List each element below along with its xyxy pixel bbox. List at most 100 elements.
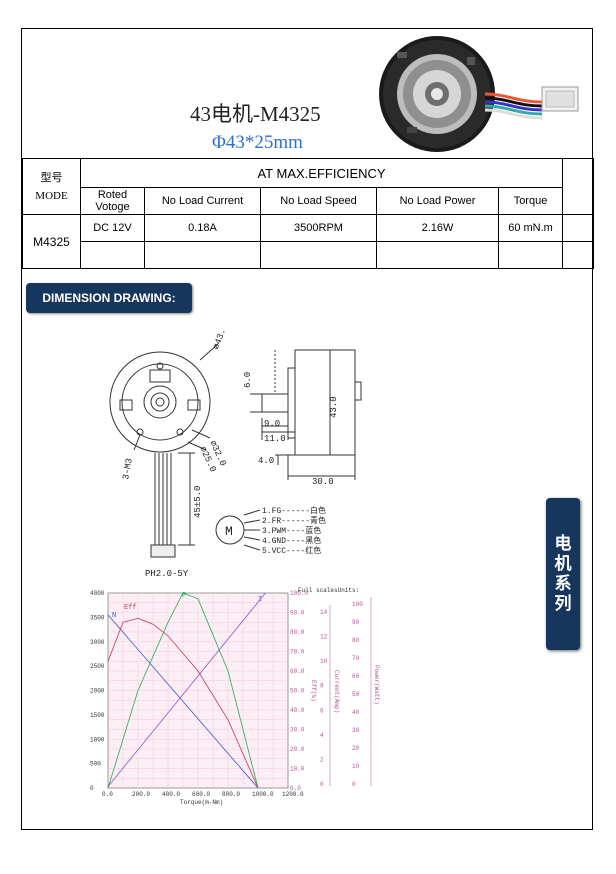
speed-tick: 2500 [90, 663, 105, 670]
scales-note: Full scalesUnits: [298, 587, 359, 594]
eff-tick: 0.0 [290, 785, 301, 792]
current-tick: 10 [320, 658, 328, 665]
eff-tick: 10.0 [290, 766, 305, 773]
current-tick: 2 [320, 756, 324, 763]
eff-tick: 40.0 [290, 707, 305, 714]
eff-tick: 30.0 [290, 727, 305, 734]
eff-tick: 20.0 [290, 746, 305, 753]
dim-43: 43.0 [329, 396, 339, 418]
eff-tick: 70.0 [290, 649, 305, 656]
dimension-badge: DIMENSION DRAWING: [26, 283, 192, 313]
blank-cell [562, 158, 595, 215]
x-tick: 400.0 [162, 791, 180, 798]
power-tick: 40 [352, 709, 360, 716]
power-label: Power(Watt) [373, 665, 380, 705]
cell-power: 2.16W [376, 214, 499, 242]
series-line-p [107, 592, 259, 789]
model-label-en: MODE [35, 189, 68, 202]
eff-label: Eff(%) [310, 680, 317, 702]
col-speed: No Load Speed [260, 187, 377, 215]
power-tick: 10 [352, 763, 360, 770]
current-label: Current(Amp) [333, 670, 340, 713]
model-label-cn: 型号 [40, 171, 63, 184]
col-power: No Load Power [376, 187, 499, 215]
cell-current: 0.18A [144, 214, 261, 242]
power-tick: 70 [352, 655, 360, 662]
current-tick: 14 [320, 609, 328, 616]
dim-4: 4.0 [258, 456, 274, 466]
side-tab-label: 电机系列 [554, 534, 572, 613]
eff-tick: 90.0 [290, 610, 305, 617]
speed-tick: 3500 [90, 614, 105, 621]
power-tick: 50 [352, 691, 360, 698]
power-tick: 60 [352, 673, 360, 680]
x-axis-label: Torque(m-Nm) [180, 799, 223, 806]
blank-cell [562, 214, 595, 242]
speed-tick: 1000 [90, 736, 105, 743]
power-tick: 100 [352, 601, 363, 608]
power-tick: 30 [352, 727, 360, 734]
speed-tick: 500 [90, 761, 101, 768]
empty-cell [80, 241, 145, 269]
current-tick: 8 [320, 683, 324, 690]
speed-tick: 3000 [90, 639, 105, 646]
current-tick: 4 [320, 732, 324, 739]
col-voltage: Roted Votoge [80, 187, 145, 215]
pin-label: 5.VCC----红色 [262, 545, 321, 556]
col-torque: Torque [497, 187, 564, 215]
dimension-drawing: ⌀43.0 ⌀32.0 ⌀25.0 3-M3 6.0 43.0 9.0 11.0… [109, 330, 362, 579]
page-frame [21, 28, 593, 830]
pin-label: 4.GND----黑色 [262, 535, 321, 546]
spec-table: 型号 MODE AT MAX.EFFICIENCY Roted Votoge N… [22, 158, 595, 269]
motor-photo [379, 36, 579, 152]
current-tick: 6 [320, 707, 324, 714]
side-tab[interactable]: 电机系列 [546, 498, 580, 650]
x-tick: 1200.0 [282, 791, 304, 798]
speed-tick: 1500 [90, 712, 105, 719]
col-current: No Load Current [144, 187, 261, 215]
model-cell: M4325 [22, 214, 81, 269]
current-tick: 12 [320, 634, 328, 641]
series-line-eff [107, 617, 259, 789]
model-header: 型号 MODE [22, 158, 81, 215]
eff-tick: 80.0 [290, 629, 305, 636]
series-label-p: P [182, 592, 186, 600]
speed-tick: 4000 [90, 590, 105, 597]
series-label-n: N [112, 612, 116, 620]
page-subtitle: Φ43*25mm [212, 132, 303, 153]
speed-tick: 2000 [90, 688, 105, 695]
cell-torque: 60 mN.m [497, 214, 564, 242]
dim-11: 11.0 [264, 434, 286, 444]
page-title: 43电机-M4325 [190, 102, 321, 126]
group-header: AT MAX.EFFICIENCY [79, 158, 564, 188]
cell-voltage: DC 12V [80, 214, 145, 242]
dim-lead: 45±5.0 [193, 486, 203, 518]
empty-cell [497, 241, 564, 269]
eff-tick: 100.0 [290, 590, 308, 597]
power-tick: 0 [352, 781, 356, 788]
front-outer-circle [109, 351, 211, 453]
dim-30: 30.0 [312, 477, 334, 487]
eff-tick: 50.0 [290, 688, 305, 695]
empty-cell [562, 241, 595, 269]
dim-9: 9.0 [264, 419, 280, 429]
empty-cell [260, 241, 377, 269]
current-tick: 0 [320, 781, 324, 788]
dim-screws: 3-M3 [121, 458, 135, 481]
x-tick: 200.0 [132, 791, 150, 798]
x-tick: 600.0 [192, 791, 210, 798]
connector-label: PH2.0-5Y [145, 569, 189, 579]
x-tick: 1000.0 [252, 791, 274, 798]
x-tick: 800.0 [222, 791, 240, 798]
series-line-i [107, 592, 266, 787]
cell-speed: 3500RPM [260, 214, 377, 242]
series-label-eff: Eff [124, 604, 137, 612]
eff-tick: 60.0 [290, 668, 305, 675]
series-line-n [107, 614, 259, 789]
pin-label: 2.FR------青色 [262, 515, 326, 526]
power-tick: 20 [352, 745, 360, 752]
power-tick: 80 [352, 637, 360, 644]
speed-tick: 0 [90, 785, 94, 792]
pin-label: 1.FG------白色 [262, 505, 326, 516]
empty-cell [376, 241, 499, 269]
